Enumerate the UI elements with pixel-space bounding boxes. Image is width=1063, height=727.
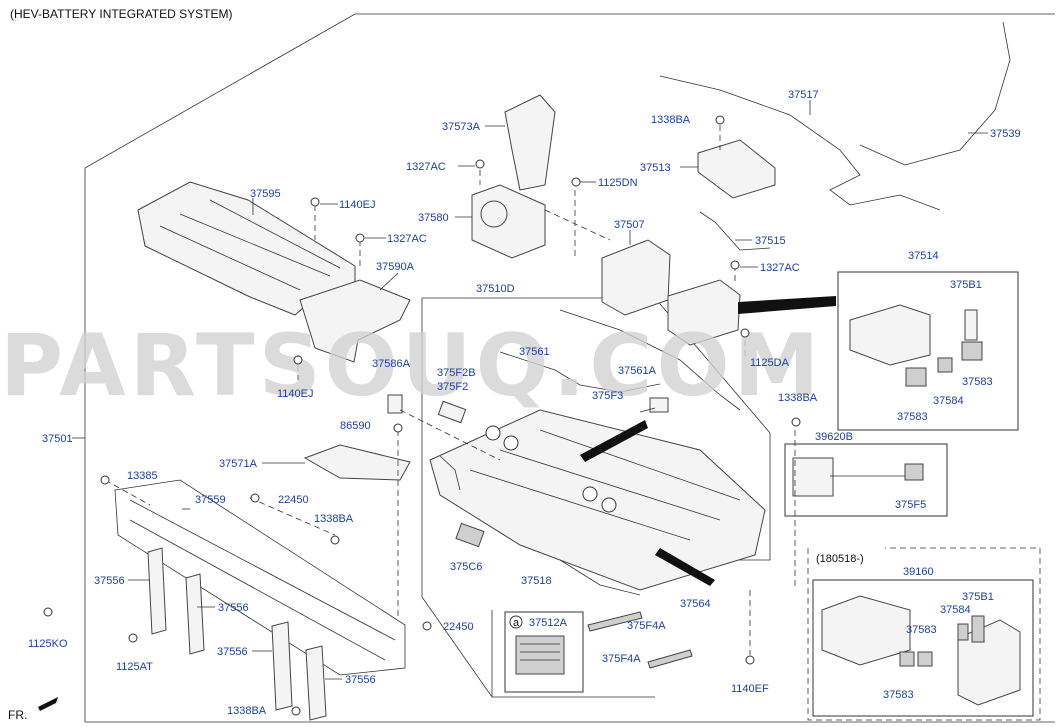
callout-37583-c[interactable]: 37583 bbox=[906, 624, 937, 636]
callout-39160[interactable]: 39160 bbox=[903, 566, 934, 578]
harness-37539 bbox=[859, 21, 1011, 166]
inset-37512a: a bbox=[504, 611, 584, 693]
callout-37556-a[interactable]: 37556 bbox=[94, 575, 125, 587]
callout-1338ba-b[interactable]: 1338BA bbox=[227, 705, 267, 717]
callout-1125at[interactable]: 1125AT bbox=[116, 661, 153, 673]
fuse-375f2 bbox=[437, 400, 467, 424]
callout-37580[interactable]: 37580 bbox=[418, 212, 449, 224]
callout-37515[interactable]: 37515 bbox=[755, 235, 786, 247]
harness-37561a bbox=[559, 309, 741, 411]
callout-1125ko[interactable]: 1125KO bbox=[28, 638, 68, 650]
callout-37583-a[interactable]: 37583 bbox=[962, 376, 993, 388]
box-37514 bbox=[837, 271, 1019, 431]
callout-86590[interactable]: 86590 bbox=[340, 420, 371, 432]
callout-1140ef[interactable]: 1140EF bbox=[731, 683, 769, 695]
front-label: FR. bbox=[8, 708, 27, 722]
box-39620b bbox=[784, 443, 948, 517]
callout-1338ba-a[interactable]: 1338BA bbox=[314, 513, 354, 525]
callout-1327ac-b[interactable]: 1327AC bbox=[406, 161, 446, 173]
callout-1125da[interactable]: 1125DA bbox=[750, 357, 790, 369]
callout-37573a[interactable]: 37573A bbox=[442, 121, 481, 133]
callout-375b1-a[interactable]: 375B1 bbox=[950, 279, 982, 291]
watermark: PARTSOUQ.COM bbox=[0, 316, 823, 416]
front-arrow-icon bbox=[38, 697, 58, 711]
callout-37559[interactable]: 37559 bbox=[195, 494, 226, 506]
callout-37571a[interactable]: 37571A bbox=[219, 458, 258, 470]
callout-1140ej-a[interactable]: 1140EJ bbox=[339, 199, 376, 211]
callout-1338ba-c[interactable]: 1338BA bbox=[778, 392, 818, 404]
diagram-title: (HEV-BATTERY INTEGRATED SYSTEM) bbox=[10, 7, 232, 21]
callout-39620b[interactable]: 39620B bbox=[815, 431, 853, 443]
duct-37573a bbox=[504, 94, 556, 191]
callout-1140ej-b[interactable]: 1140EJ bbox=[277, 388, 314, 400]
harness-37515 bbox=[699, 211, 771, 251]
duct-37571a bbox=[303, 444, 411, 481]
callout-leaders bbox=[72, 100, 988, 680]
main-assembly-outline bbox=[84, 13, 1055, 723]
harness-37561 bbox=[499, 351, 661, 393]
callout-1338ba-d[interactable]: 1338BA bbox=[651, 114, 691, 126]
callout-37583-b[interactable]: 37583 bbox=[897, 411, 928, 423]
strip-375f4a-2 bbox=[647, 649, 693, 669]
callout-37595[interactable]: 37595 bbox=[250, 188, 281, 200]
callout-375c6[interactable]: 375C6 bbox=[450, 561, 482, 573]
front-indicator: FR. bbox=[8, 697, 58, 722]
harness-37517 bbox=[659, 75, 941, 211]
box-180518 bbox=[807, 547, 1041, 721]
callout-37513[interactable]: 37513 bbox=[640, 162, 671, 174]
callout-37556-b[interactable]: 37556 bbox=[218, 602, 249, 614]
part-375c6 bbox=[455, 522, 485, 548]
callout-1125dn[interactable]: 1125DN bbox=[598, 177, 638, 189]
callout-37561[interactable]: 37561 bbox=[519, 346, 550, 358]
callout-22450-a[interactable]: 22450 bbox=[278, 494, 309, 506]
battery-tray bbox=[429, 409, 766, 591]
callout-37510d[interactable]: 37510D bbox=[476, 283, 515, 295]
callout-375f3[interactable]: 375F3 bbox=[592, 390, 623, 402]
frame-37559 bbox=[114, 479, 406, 721]
callout-37584-b[interactable]: 37584 bbox=[940, 604, 971, 616]
tray-markers bbox=[485, 425, 617, 513]
callout-375f2[interactable]: 375F2 bbox=[437, 381, 468, 393]
callout-37583-d[interactable]: 37583 bbox=[883, 689, 914, 701]
callout-375b1-b[interactable]: 375B1 bbox=[962, 591, 994, 603]
callout-13385[interactable]: 13385 bbox=[127, 470, 158, 482]
module-37513 bbox=[697, 139, 776, 199]
callout-37556-d[interactable]: 37556 bbox=[345, 674, 376, 686]
marker-a: a bbox=[513, 617, 520, 629]
bracket-left bbox=[439, 455, 461, 491]
callout-37590a[interactable]: 37590A bbox=[376, 261, 415, 273]
callout-375f2b[interactable]: 375F2B bbox=[437, 367, 476, 379]
cover-37590a bbox=[299, 279, 411, 363]
callout-1327ac-c[interactable]: 1327AC bbox=[760, 262, 800, 274]
callout-37517[interactable]: 37517 bbox=[788, 89, 819, 101]
variant-note: (180518-) bbox=[816, 553, 864, 565]
callout-37564[interactable]: 37564 bbox=[680, 598, 711, 610]
callout-37586a[interactable]: 37586A bbox=[372, 358, 411, 370]
callout-37514[interactable]: 37514 bbox=[908, 250, 939, 262]
callout-375f4a-a[interactable]: 375F4A bbox=[627, 620, 666, 632]
callout-37584-a[interactable]: 37584 bbox=[933, 395, 964, 407]
callout-375f4a-b[interactable]: 375F4A bbox=[602, 653, 641, 665]
callout-37561a[interactable]: 37561A bbox=[618, 365, 657, 377]
callout-375f5[interactable]: 375F5 bbox=[895, 499, 926, 511]
relay-block bbox=[667, 279, 741, 346]
subassembly-frame-37510d bbox=[421, 297, 771, 698]
callout-37556-c[interactable]: 37556 bbox=[217, 646, 248, 658]
callout-37501[interactable]: 37501 bbox=[42, 433, 73, 445]
callout-37512a[interactable]: 37512A bbox=[529, 617, 568, 629]
callout-arrow-37564 bbox=[655, 548, 715, 586]
strip-375f4a-1 bbox=[587, 611, 643, 632]
callout-arrow-a bbox=[580, 420, 648, 462]
fasteners bbox=[43, 115, 801, 716]
sensor-37586a bbox=[387, 394, 403, 414]
callout-arrow-37514 bbox=[738, 296, 836, 314]
callout-37539[interactable]: 37539 bbox=[990, 128, 1021, 140]
callout-37507[interactable]: 37507 bbox=[614, 219, 645, 231]
blower-fan bbox=[480, 200, 508, 228]
callout-37518[interactable]: 37518 bbox=[521, 575, 552, 587]
callout-1327ac-a[interactable]: 1327AC bbox=[387, 233, 427, 245]
callout-22450-b[interactable]: 22450 bbox=[443, 621, 474, 633]
